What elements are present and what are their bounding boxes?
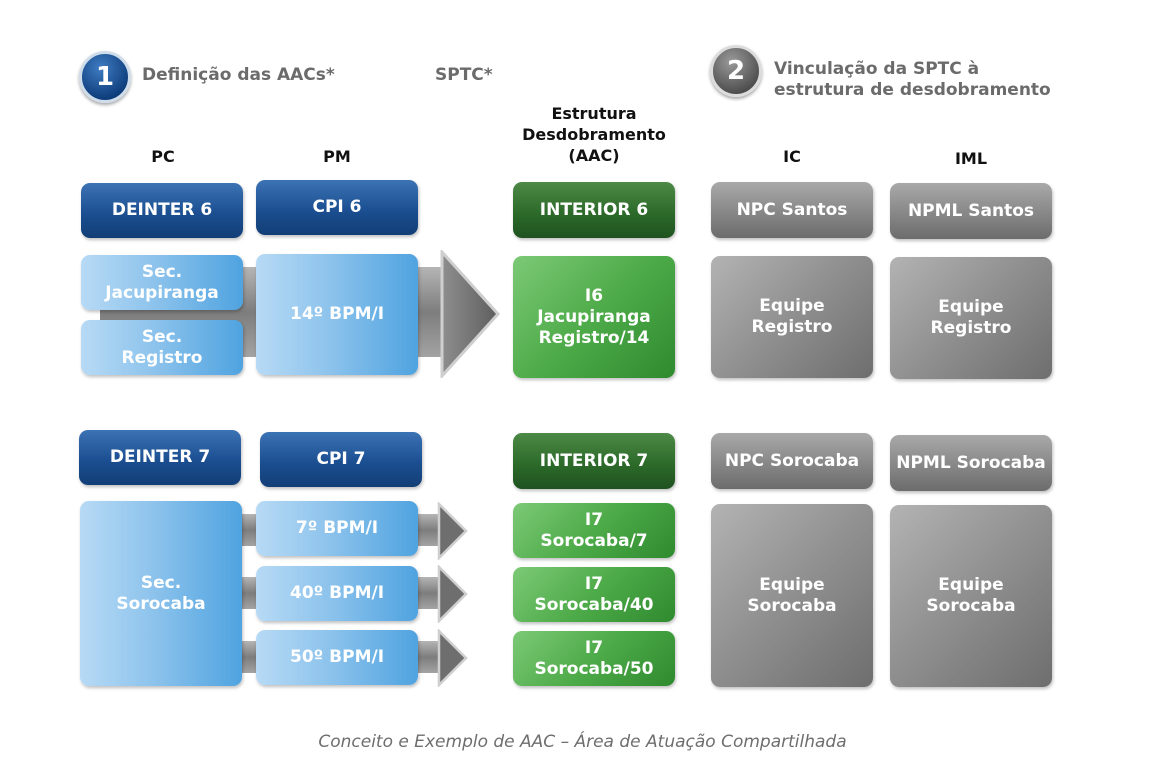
arrow-icon-7-a [437,502,468,560]
column-header-iml: IML [954,149,988,168]
interior-6-box: INTERIOR 6 [513,182,675,238]
bpm-40-box: 40º BPM/I [256,566,418,621]
deinter-6-box: DEINTER 6 [81,183,243,238]
iml-equipe-sorocaba-box: Equipe Sorocaba [890,505,1052,687]
step-2-badge: 2 [710,45,762,97]
npml-santos-box: NPML Santos [890,183,1052,239]
cpi-6-box: CPI 6 [256,180,418,235]
step-1-title: Definição das AACs* [142,65,335,85]
sec-registro-box: Sec. Registro [81,320,243,375]
deinter-7-box: DEINTER 7 [79,430,241,485]
aac-i7-sorocaba-7-box: I7 Sorocaba/7 [513,503,675,558]
arrow-icon-7-c [437,629,468,687]
step-2-title-line1: Vinculação da SPTC à [774,59,980,79]
bpm-7-box: 7º BPM/I [256,501,418,556]
bpm-14-box: 14º BPM/I [256,254,418,375]
figure-caption: Conceito e Exemplo de AAC – Área de Atua… [318,732,847,752]
npc-sorocaba-box: NPC Sorocaba [711,433,873,489]
iml-equipe-registro-box: Equipe Registro [890,257,1052,379]
column-header-aac: Estrutura Desdobramento (AAC) [522,104,666,165]
aac-i7-sorocaba-40-box: I7 Sorocaba/40 [513,567,675,622]
interior-7-box: INTERIOR 7 [513,433,675,489]
sptc-label: SPTC* [435,65,493,85]
bpm-50-box: 50º BPM/I [256,630,418,685]
step-2-title-line2: estrutura de desdobramento [774,80,1051,100]
sec-sorocaba-box: Sec. Sorocaba [80,501,242,686]
ic-equipe-sorocaba-box: Equipe Sorocaba [711,504,873,687]
step-2-number: 2 [726,56,746,86]
column-header-ic: IC [783,147,801,166]
step-1-badge: 1 [79,51,131,103]
column-header-pm: PM [323,147,351,166]
column-header-pc: PC [151,147,175,166]
npml-sorocaba-box: NPML Sorocaba [890,435,1052,491]
aac-i7-sorocaba-50-box: I7 Sorocaba/50 [513,631,675,686]
arrow-icon-6 [440,250,501,378]
arrow-icon-7-b [437,565,468,623]
ic-equipe-registro-box: Equipe Registro [711,256,873,378]
cpi-7-box: CPI 7 [260,432,422,487]
step-1-number: 1 [95,62,115,92]
npc-santos-box: NPC Santos [711,182,873,238]
aac-i6-box: I6 Jacupiranga Registro/14 [513,256,675,378]
sec-jacupiranga-box: Sec. Jacupiranga [81,255,243,310]
step-2-title: Vinculação da SPTC à estrutura de desdob… [774,59,1051,101]
